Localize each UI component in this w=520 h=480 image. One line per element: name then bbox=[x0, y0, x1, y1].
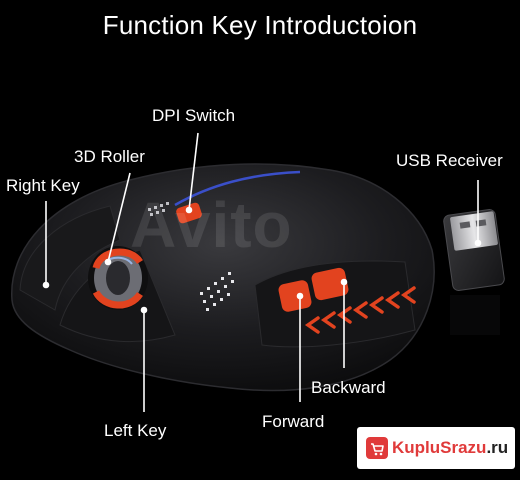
blue-accent-line bbox=[174, 170, 301, 207]
cart-icon bbox=[366, 437, 388, 459]
site-watermark-text: KupluSrazu.ru bbox=[392, 438, 508, 458]
pointer-lines bbox=[42, 132, 482, 412]
usb-receiver bbox=[443, 209, 505, 335]
grip-dots bbox=[200, 272, 234, 311]
chevron-vents bbox=[304, 286, 416, 334]
label-right-key: Right Key bbox=[6, 176, 80, 195]
label-dpi-switch: DPI Switch bbox=[152, 106, 236, 125]
label-3d-roller: 3D Roller bbox=[74, 147, 145, 166]
avito-watermark: Avito bbox=[130, 189, 293, 261]
label-usb-receiver: USB Receiver bbox=[396, 151, 503, 170]
site-watermark-badge: KupluSrazu.ru bbox=[357, 427, 515, 469]
site-domain: .ru bbox=[486, 438, 509, 457]
page-title: Function Key Introductoion bbox=[102, 10, 418, 40]
site-name: KupluSrazu bbox=[392, 438, 487, 457]
top-vent bbox=[148, 202, 169, 216]
scroll-wheel bbox=[88, 246, 148, 310]
backward-button bbox=[311, 267, 349, 301]
label-backward: Backward bbox=[311, 378, 386, 397]
label-forward: Forward bbox=[262, 412, 325, 431]
forward-button bbox=[278, 280, 312, 312]
label-left-key: Left Key bbox=[104, 421, 167, 440]
